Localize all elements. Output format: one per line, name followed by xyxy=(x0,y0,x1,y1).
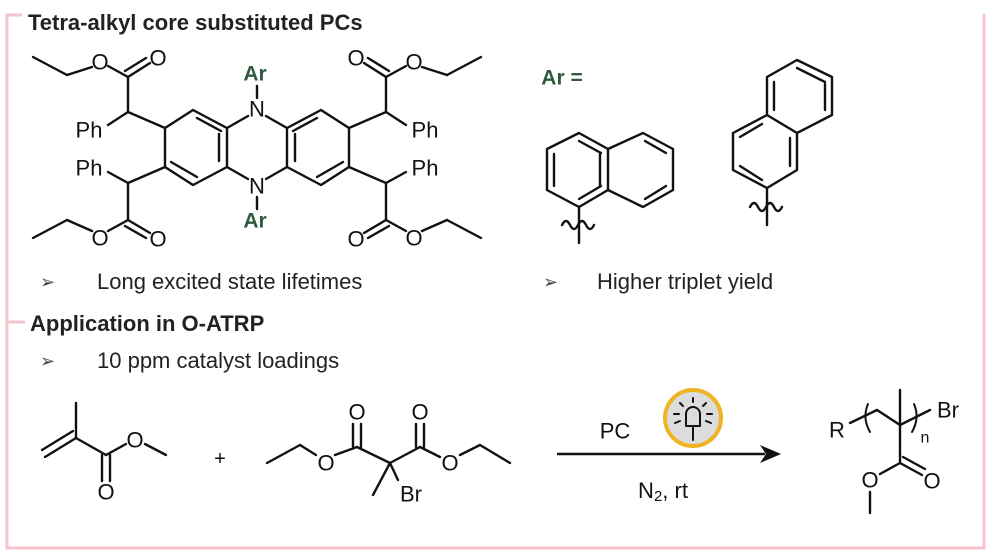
atom-r: R xyxy=(829,418,845,443)
diethyl-bromomethylmalonate-structure: O O O O Br xyxy=(265,400,512,507)
repeat-unit-n: n xyxy=(921,430,930,447)
atom-o: O xyxy=(348,400,365,425)
atom-ph: Ph xyxy=(76,156,103,181)
atom-o: O xyxy=(923,469,940,494)
1-naphthyl-structure xyxy=(545,131,675,245)
bullet-arrow-icon: ➢ xyxy=(40,272,55,293)
reaction-arrow: PC N2, rt xyxy=(557,419,781,505)
atom-o: O xyxy=(149,227,166,252)
reaction-catalyst-label: PC xyxy=(600,419,631,444)
atom-o: O xyxy=(405,50,422,75)
bullet-catalyst-loading: 10 ppm catalyst loadings xyxy=(97,348,339,373)
atom-o: O xyxy=(347,46,364,71)
plus-sign: + xyxy=(214,448,226,470)
bullet-triplet-yield: Higher triplet yield xyxy=(597,269,773,294)
atom-o: O xyxy=(97,480,114,505)
2-naphthyl-structure xyxy=(731,58,834,227)
section1-title: Tetra-alkyl core substituted PCs xyxy=(28,10,363,35)
atom-ph: Ph xyxy=(412,118,439,143)
atom-o: O xyxy=(405,226,422,251)
pmma-product-structure: R Br n O O xyxy=(829,388,959,515)
phenazine-structure: N N Ar Ar Ph Ph Ph Ph O O O O O O O O xyxy=(31,46,483,252)
bullet-arrow-icon: ➢ xyxy=(543,272,558,293)
atom-ph: Ph xyxy=(412,156,439,181)
atom-o: O xyxy=(149,46,166,71)
atom-br: Br xyxy=(400,482,422,507)
bullet-arrow-icon: ➢ xyxy=(40,351,55,372)
methyl-methacrylate-structure: O O xyxy=(40,401,168,505)
atom-o: O xyxy=(441,451,458,476)
ar-equals-label: Ar = xyxy=(541,67,582,90)
ar-label: Ar xyxy=(243,63,266,86)
light-bulb-icon xyxy=(663,388,723,448)
atom-o: O xyxy=(347,227,364,252)
section2-title: Application in O-ATRP xyxy=(30,311,264,336)
atom-o: O xyxy=(126,428,143,453)
atom-n: N xyxy=(249,174,265,199)
reaction-conditions-label: N2, rt xyxy=(638,478,688,505)
ar-label: Ar xyxy=(243,210,266,233)
atom-o: O xyxy=(861,468,878,493)
atom-o: O xyxy=(317,451,334,476)
atom-o: O xyxy=(91,50,108,75)
atom-o: O xyxy=(91,226,108,251)
atom-o: O xyxy=(411,400,428,425)
atom-br: Br xyxy=(937,398,959,423)
atom-ph: Ph xyxy=(76,118,103,143)
section-frame xyxy=(5,12,986,550)
bullet-lifetimes: Long excited state lifetimes xyxy=(97,269,362,294)
atom-n: N xyxy=(249,97,265,122)
